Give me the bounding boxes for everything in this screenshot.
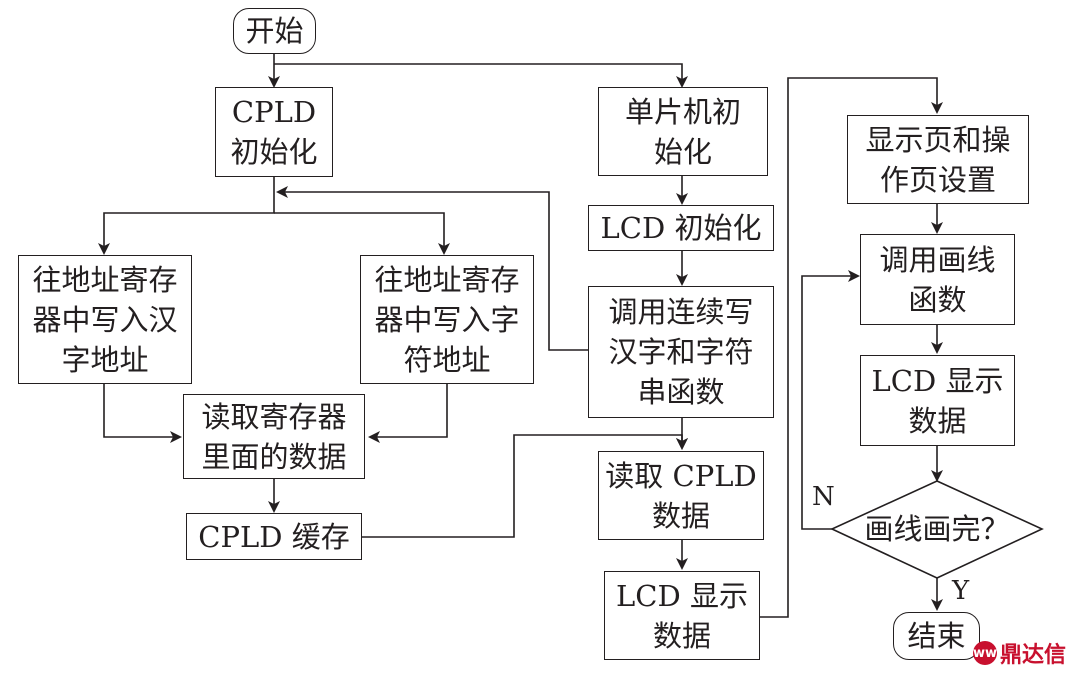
decision-diamond [830, 480, 1044, 579]
watermark-text: 鼎达信 [999, 643, 1066, 668]
arrow-lcd-display-to-page-setup [760, 77, 943, 618]
lcd-display-data-box: LCD 显示 数据 [604, 571, 760, 660]
mcu-init-box: 单片机初 始化 [598, 87, 768, 176]
decision-label: 画线画完？ [864, 512, 1010, 546]
watermark: ww 鼎达信 [973, 637, 1066, 669]
start-terminal: 开始 [233, 8, 316, 54]
call-string-function-box: 调用连续写 汉字和字符 串函数 [588, 286, 774, 418]
yes-branch-label: Y [952, 576, 970, 606]
arrow-decision-no-loop [801, 270, 860, 530]
page-setup-box: 显示页和操 作页设置 [847, 115, 1029, 204]
arrow-feedback-to-cpld-init [276, 186, 588, 351]
read-cpld-data-box: 读取 CPLD 数据 [598, 451, 764, 540]
watermark-logo-icon: ww [973, 641, 997, 665]
arrow-char-to-read-register [368, 384, 448, 443]
read-register-box: 读取寄存器 里面的数据 [183, 394, 365, 479]
arrow-start-to-mcu-init [274, 63, 688, 88]
arrow-to-write-char-addr [274, 212, 450, 255]
lcd-display-data-box-2: LCD 显示 数据 [860, 355, 1015, 446]
end-terminal: 结束 [893, 612, 980, 660]
arrow-hanzi-to-read-register [103, 384, 182, 443]
write-hanzi-address-box: 往地址寄存 器中写入汉 字地址 [18, 255, 192, 384]
cpld-init-box: CPLD 初始化 [215, 87, 333, 177]
cpld-cache-box: CPLD 缓存 [186, 513, 362, 560]
line-cpld-init-split [98, 177, 275, 255]
no-branch-label: N [812, 482, 835, 512]
lcd-init-box: LCD 初始化 [588, 205, 774, 251]
call-draw-line-box: 调用画线 函数 [860, 234, 1015, 325]
write-char-address-box: 往地址寄存 器中写入字 符地址 [360, 255, 534, 384]
